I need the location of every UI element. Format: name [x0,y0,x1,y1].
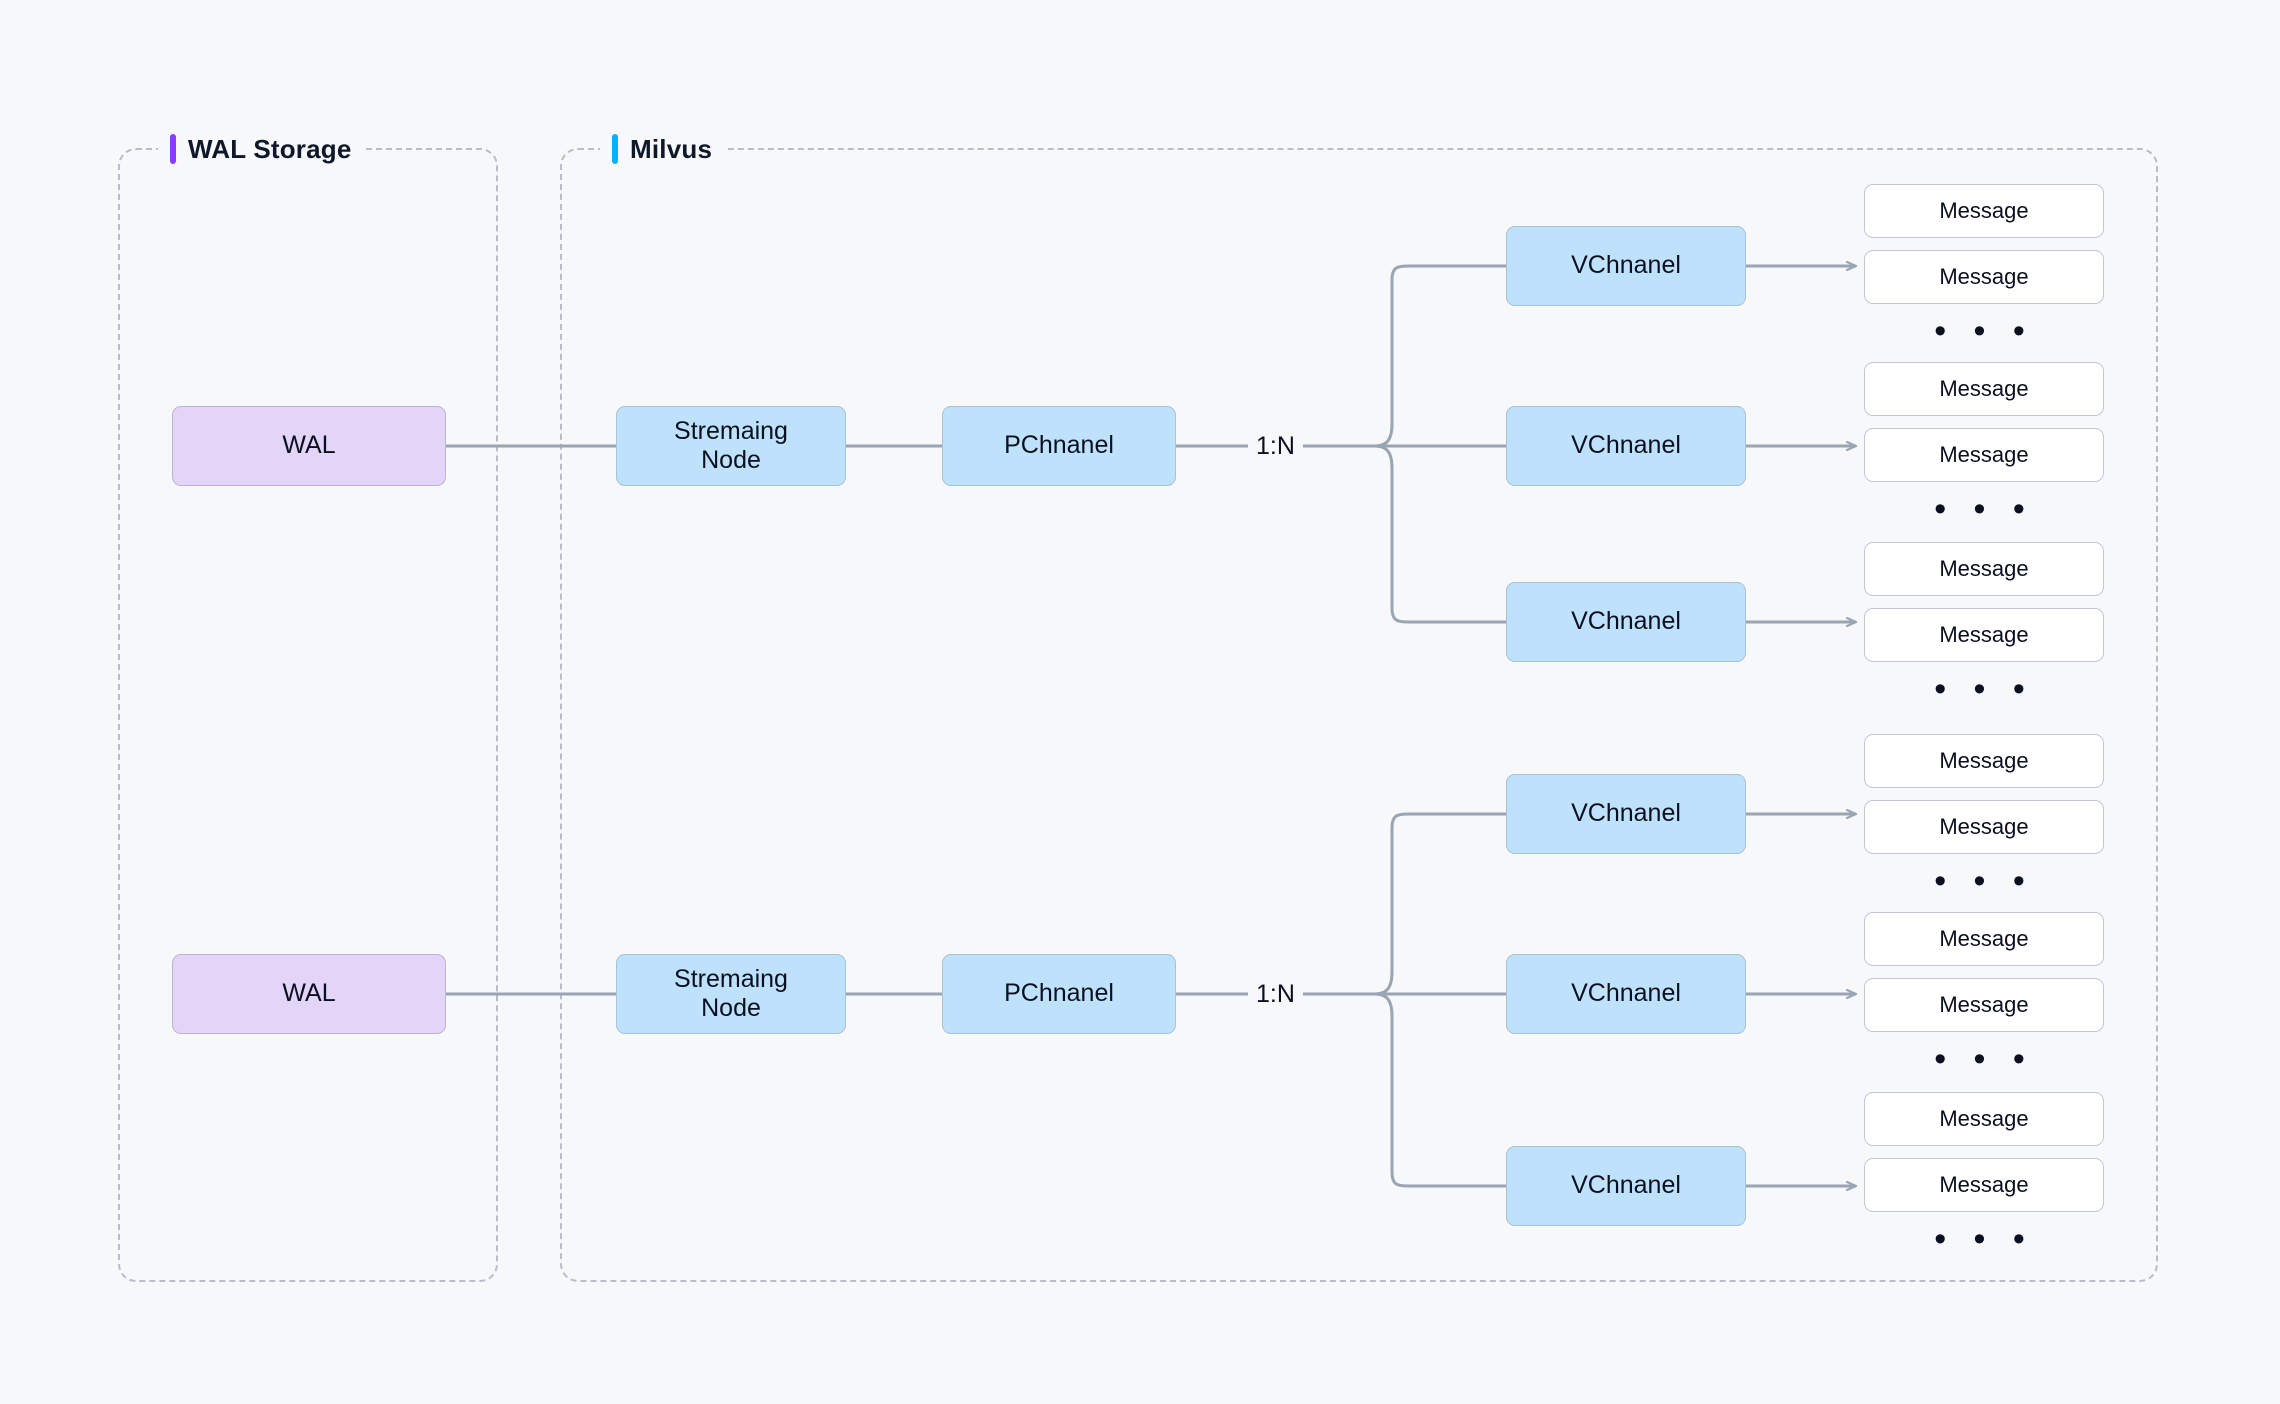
group-milvus [560,148,2158,1282]
message-label: Message [1939,814,2029,840]
vchannel-box-bottom-2[interactable]: VChnanel [1506,954,1746,1034]
wal-box-bottom[interactable]: WAL [172,954,446,1034]
group-label-milvus: Milvus [630,133,713,164]
streaming-node-line1: Stremaing [674,416,788,445]
wal-storage-accent-bar [170,134,176,164]
vchannel-box-top-3[interactable]: VChnanel [1506,582,1746,662]
message-label: Message [1939,1172,2029,1198]
vchannel-label-bottom-1: VChnanel [1571,799,1681,828]
message-label: Message [1939,926,2029,952]
vchannel-label-top-1: VChnanel [1571,251,1681,280]
message-box-top-1-1[interactable]: Message [1864,184,2104,238]
group-label-wal-storage: WAL Storage [188,133,352,164]
message-label: Message [1939,198,2029,224]
message-box-bottom-3-1[interactable]: Message [1864,1092,2104,1146]
message-ellipsis-bottom-1: • • • [1934,862,2034,900]
ratio-label-top: 1:N [1248,434,1303,459]
vchannel-box-top-1[interactable]: VChnanel [1506,226,1746,306]
message-box-top-3-2[interactable]: Message [1864,608,2104,662]
pchannel-box-top[interactable]: PChnanel [942,406,1176,486]
vchannel-label-bottom-3: VChnanel [1571,1171,1681,1200]
streaming-node-line1: Stremaing [674,964,788,993]
message-label: Message [1939,376,2029,402]
message-box-bottom-2-2[interactable]: Message [1864,978,2104,1032]
group-title-wal-storage: WAL Storage [158,132,364,166]
pchannel-label-top: PChnanel [1004,431,1114,460]
message-box-top-2-2[interactable]: Message [1864,428,2104,482]
message-ellipsis-top-1: • • • [1934,312,2034,350]
message-label: Message [1939,622,2029,648]
message-label: Message [1939,264,2029,290]
pchannel-label-bottom: PChnanel [1004,979,1114,1008]
wal-label-top: WAL [282,431,336,460]
message-box-bottom-1-1[interactable]: Message [1864,734,2104,788]
message-box-bottom-3-2[interactable]: Message [1864,1158,2104,1212]
vchannel-box-bottom-1[interactable]: VChnanel [1506,774,1746,854]
message-ellipsis-top-2: • • • [1934,490,2034,528]
message-ellipsis-top-3: • • • [1934,670,2034,708]
streaming-node-line2: Node [701,994,761,1022]
ratio-label-bottom: 1:N [1248,982,1303,1007]
milvus-accent-bar [612,134,618,164]
message-box-top-2-1[interactable]: Message [1864,362,2104,416]
message-label: Message [1939,556,2029,582]
message-label: Message [1939,1106,2029,1132]
message-box-bottom-2-1[interactable]: Message [1864,912,2104,966]
streaming-node-label-bottom: Stremaing Node [674,965,788,1024]
group-title-milvus: Milvus [600,132,725,166]
streaming-node-box-bottom[interactable]: Stremaing Node [616,954,846,1034]
streaming-node-line2: Node [701,446,761,474]
streaming-node-label-top: Stremaing Node [674,417,788,476]
wal-box-top[interactable]: WAL [172,406,446,486]
message-box-top-1-2[interactable]: Message [1864,250,2104,304]
message-label: Message [1939,748,2029,774]
streaming-node-box-top[interactable]: Stremaing Node [616,406,846,486]
pchannel-box-bottom[interactable]: PChnanel [942,954,1176,1034]
message-box-top-3-1[interactable]: Message [1864,542,2104,596]
wal-label-bottom: WAL [282,979,336,1008]
vchannel-box-top-2[interactable]: VChnanel [1506,406,1746,486]
message-box-bottom-1-2[interactable]: Message [1864,800,2104,854]
message-ellipsis-bottom-2: • • • [1934,1040,2034,1078]
message-label: Message [1939,992,2029,1018]
vchannel-box-bottom-3[interactable]: VChnanel [1506,1146,1746,1226]
vchannel-label-top-3: VChnanel [1571,607,1681,636]
message-ellipsis-bottom-3: • • • [1934,1220,2034,1258]
message-label: Message [1939,442,2029,468]
vchannel-label-bottom-2: VChnanel [1571,979,1681,1008]
group-wal-storage [118,148,498,1282]
vchannel-label-top-2: VChnanel [1571,431,1681,460]
